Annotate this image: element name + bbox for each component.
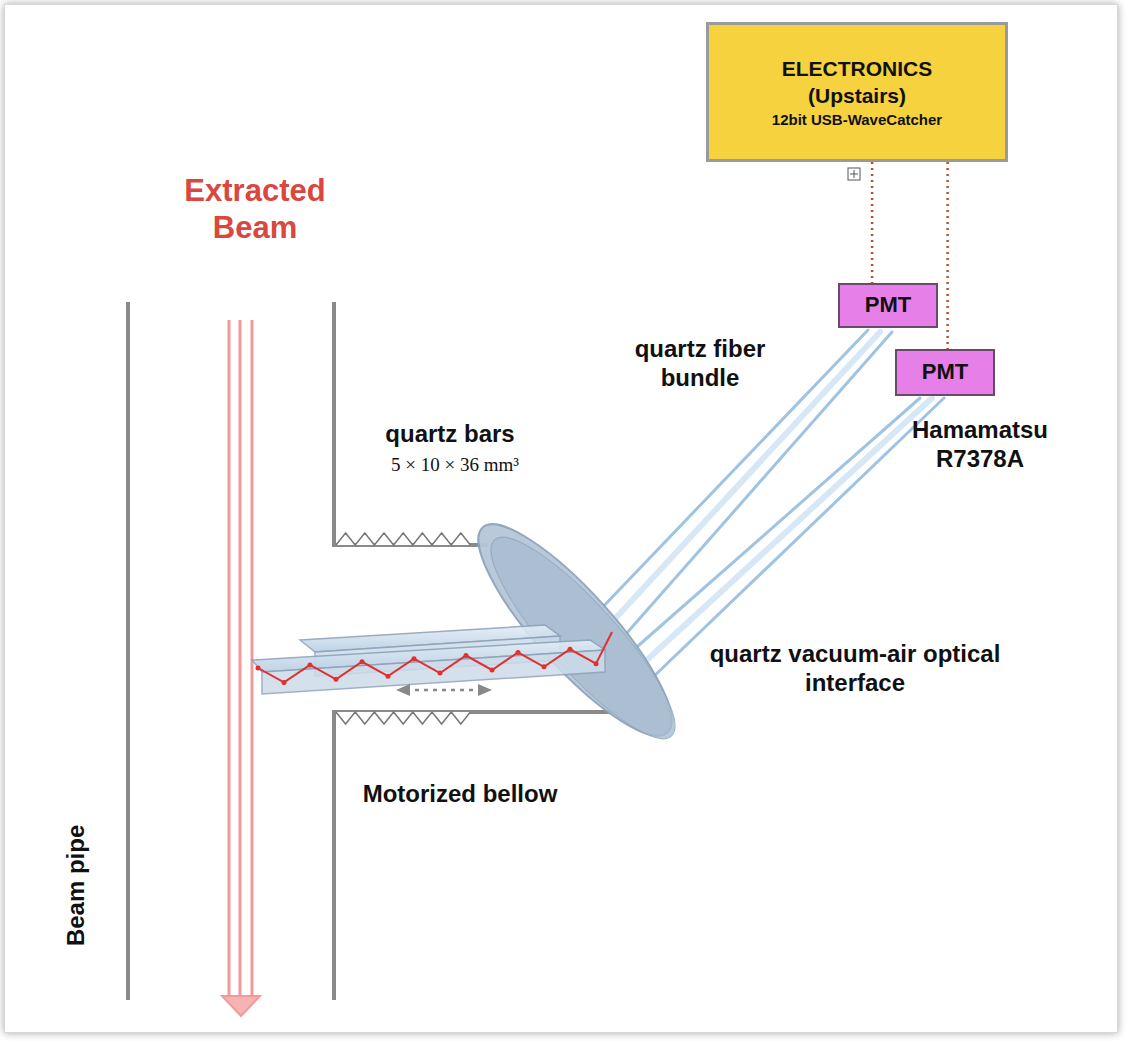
box-text: ELECTRONICS (782, 55, 933, 82)
part-label: Hamamatsu R7378A (880, 416, 1080, 474)
fiber-bundle (598, 330, 944, 680)
expand-icon (848, 168, 860, 180)
beam-pipe (128, 302, 640, 1000)
part-label: Motorized bellow (360, 780, 560, 809)
electronics-box: ELECTRONICS(Upstairs)12bit USB-WaveCatch… (706, 22, 1008, 162)
part-label: quartz bars (350, 420, 550, 449)
pmt-box: PMT (895, 349, 995, 396)
signal-cable (946, 162, 949, 349)
part-label: quartz vacuum-air optical interface (705, 640, 1005, 698)
quartz-bar (252, 625, 605, 694)
box-text: PMT (865, 291, 911, 320)
box-text: (Upstairs) (808, 82, 906, 109)
box-text: 12bit USB-WaveCatcher (772, 110, 942, 130)
part-label: quartz fiber bundle (600, 335, 800, 393)
part-label: Extracted Beam (150, 172, 360, 246)
light-path (258, 632, 612, 682)
motion-arrow (396, 684, 492, 696)
beam-arrow (222, 320, 260, 1016)
box-text: PMT (922, 358, 968, 387)
signal-cable (871, 162, 874, 283)
part-label: 5 × 10 × 36 mm³ (340, 454, 570, 477)
part-label: Beam pipe (62, 795, 91, 975)
bellow (336, 533, 470, 724)
pmt-box: PMT (838, 283, 938, 328)
